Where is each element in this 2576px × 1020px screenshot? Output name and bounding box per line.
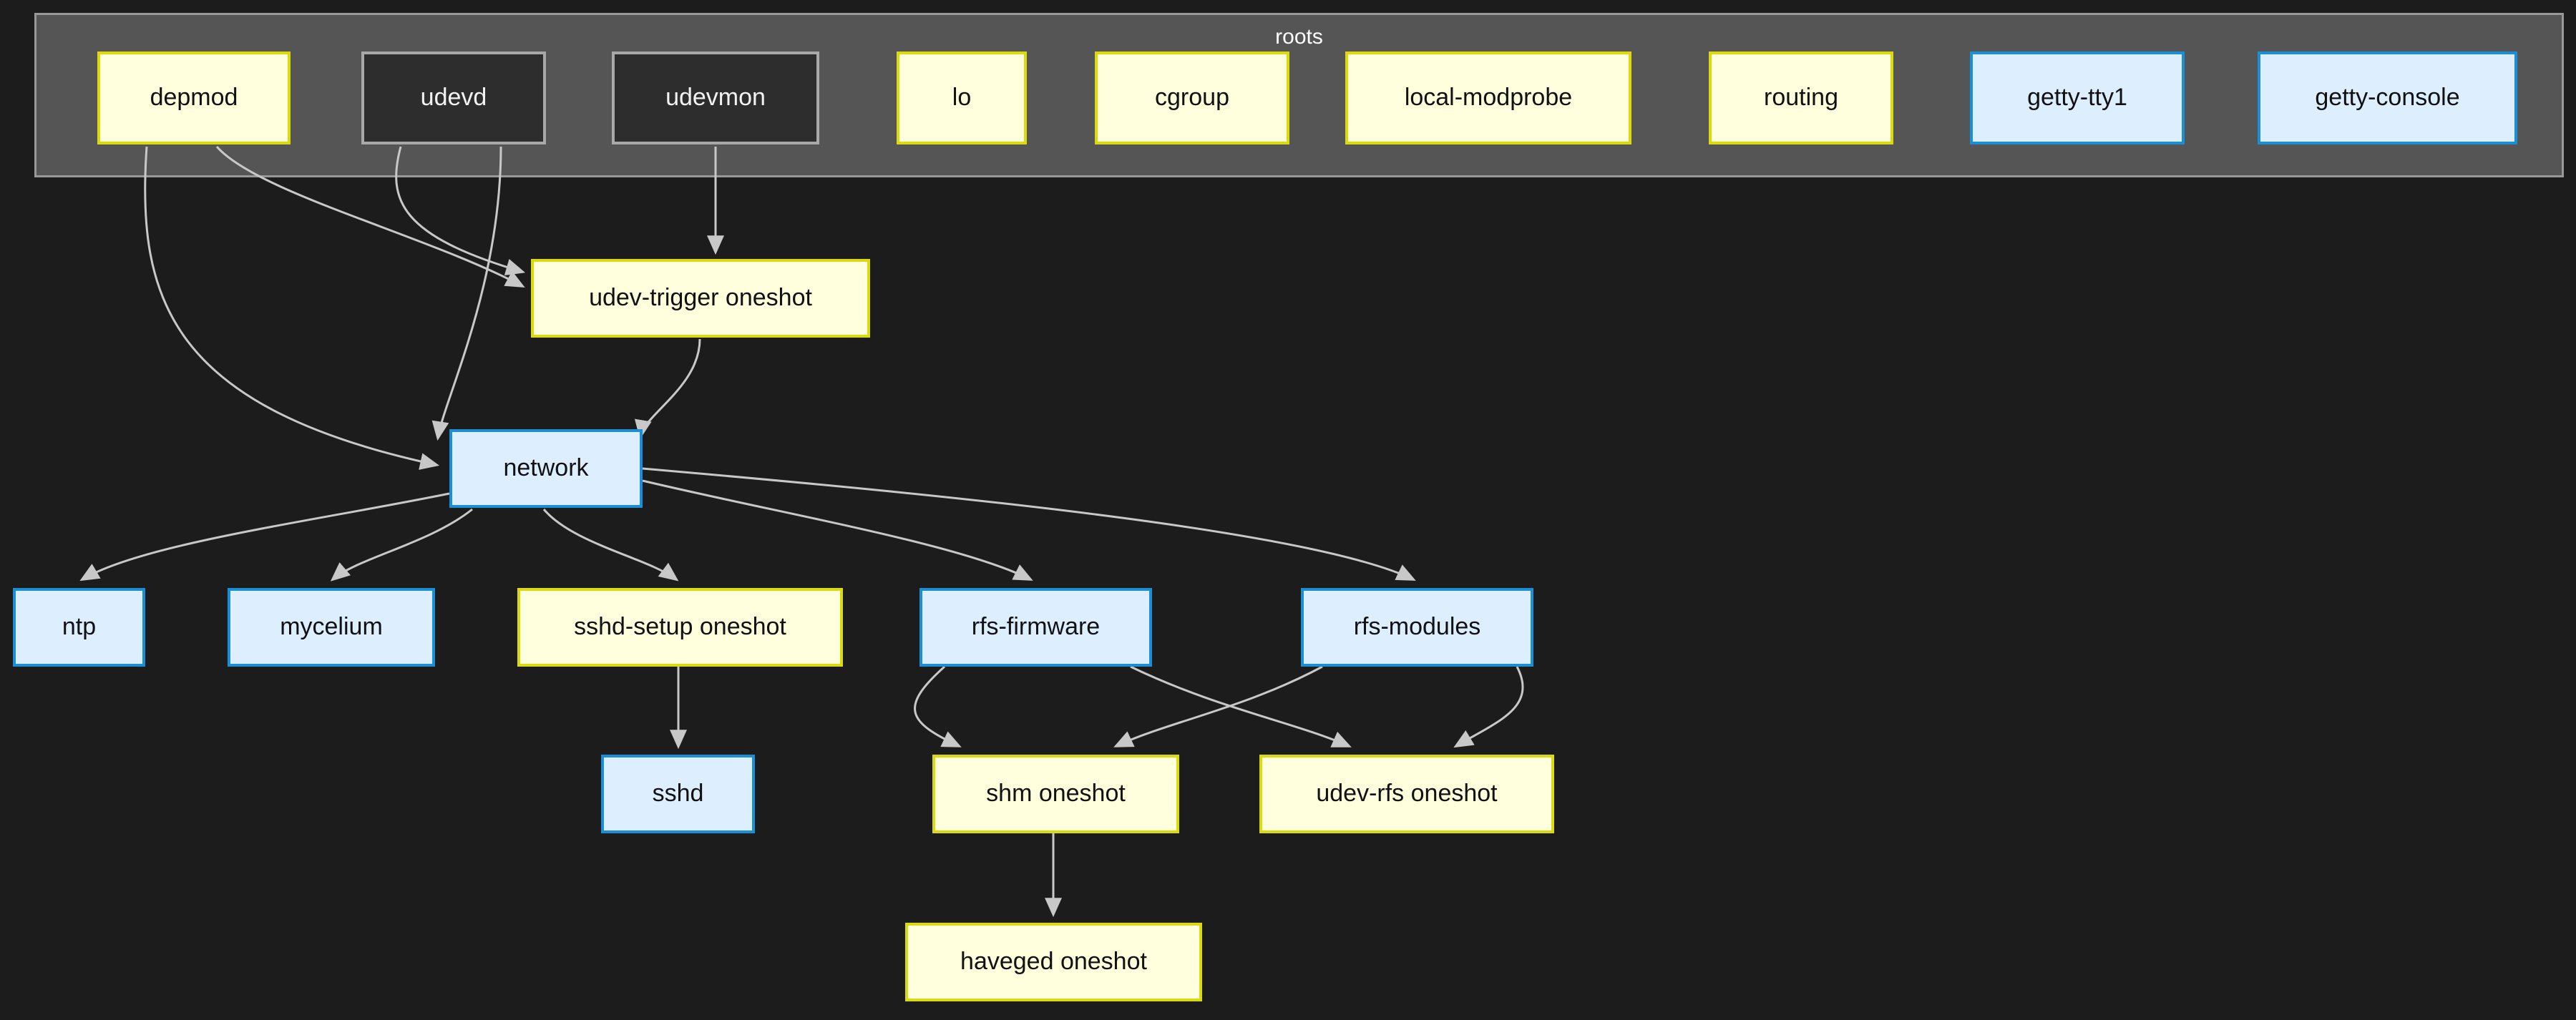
edge-rfs-firmware-to-udev-rfs bbox=[1130, 665, 1352, 747]
node-ntp[interactable]: ntp bbox=[13, 588, 145, 667]
node-label-getty-tty1: getty-tty1 bbox=[2027, 84, 2127, 112]
node-label-mycelium: mycelium bbox=[280, 613, 383, 641]
node-label-getty-console: getty-console bbox=[2315, 84, 2460, 112]
cluster-label-roots: roots bbox=[1275, 25, 1323, 49]
node-network[interactable]: network bbox=[449, 429, 643, 508]
edge-network-to-sshd-setup bbox=[542, 509, 679, 582]
node-label-network: network bbox=[503, 454, 589, 482]
edge-rfs-firmware-to-shm bbox=[914, 665, 962, 747]
node-label-udev-trigger: udev-trigger oneshot bbox=[589, 284, 812, 312]
edge-network-to-rfs-modules bbox=[642, 467, 1416, 581]
edge-rfs-modules-to-shm bbox=[1113, 665, 1323, 747]
node-routing[interactable]: routing bbox=[1709, 52, 1893, 144]
node-label-routing: routing bbox=[1764, 84, 1838, 112]
node-depmod[interactable]: depmod bbox=[97, 52, 291, 144]
node-udev-rfs[interactable]: udev-rfs oneshot bbox=[1259, 755, 1554, 833]
edge-network-to-ntp bbox=[79, 492, 450, 582]
edge-udevd-to-network bbox=[431, 146, 502, 441]
node-label-shm: shm oneshot bbox=[986, 780, 1126, 808]
node-label-lo: lo bbox=[952, 84, 972, 112]
node-haveged[interactable]: haveged oneshot bbox=[905, 923, 1202, 1001]
node-sshd-setup[interactable]: sshd-setup oneshot bbox=[517, 588, 843, 667]
node-local-modprobe[interactable]: local-modprobe bbox=[1345, 52, 1631, 144]
node-rfs-firmware[interactable]: rfs-firmware bbox=[919, 588, 1152, 667]
edge-depmod-to-network bbox=[144, 146, 440, 470]
node-label-depmod: depmod bbox=[150, 84, 238, 112]
node-cgroup[interactable]: cgroup bbox=[1095, 52, 1289, 144]
edge-udev-trigger-to-network bbox=[634, 338, 701, 440]
node-label-udevd: udevd bbox=[420, 84, 487, 112]
node-label-sshd-setup: sshd-setup oneshot bbox=[574, 613, 786, 641]
node-sshd[interactable]: sshd bbox=[601, 755, 755, 833]
node-lo[interactable]: lo bbox=[897, 52, 1027, 144]
node-udevd[interactable]: udevd bbox=[361, 52, 546, 144]
node-shm[interactable]: shm oneshot bbox=[932, 755, 1179, 833]
node-label-ntp: ntp bbox=[62, 613, 97, 641]
node-label-udev-rfs: udev-rfs oneshot bbox=[1316, 780, 1498, 808]
node-udevmon[interactable]: udevmon bbox=[612, 52, 819, 144]
node-label-udevmon: udevmon bbox=[665, 84, 766, 112]
node-getty-tty1[interactable]: getty-tty1 bbox=[1970, 52, 2185, 144]
node-rfs-modules[interactable]: rfs-modules bbox=[1301, 588, 1533, 667]
node-udev-trigger[interactable]: udev-trigger oneshot bbox=[531, 259, 870, 338]
node-mycelium[interactable]: mycelium bbox=[228, 588, 435, 667]
edge-rfs-modules-to-udev-rfs bbox=[1453, 666, 1524, 748]
node-label-rfs-modules: rfs-modules bbox=[1353, 613, 1481, 641]
node-label-haveged: haveged oneshot bbox=[960, 948, 1147, 976]
node-label-local-modprobe: local-modprobe bbox=[1404, 84, 1573, 112]
node-getty-console[interactable]: getty-console bbox=[2258, 52, 2517, 144]
edge-network-to-rfs-firmware bbox=[642, 479, 1033, 581]
node-label-cgroup: cgroup bbox=[1155, 84, 1229, 112]
node-label-sshd: sshd bbox=[652, 780, 704, 808]
edge-network-to-mycelium bbox=[330, 508, 473, 582]
node-label-rfs-firmware: rfs-firmware bbox=[971, 613, 1101, 641]
